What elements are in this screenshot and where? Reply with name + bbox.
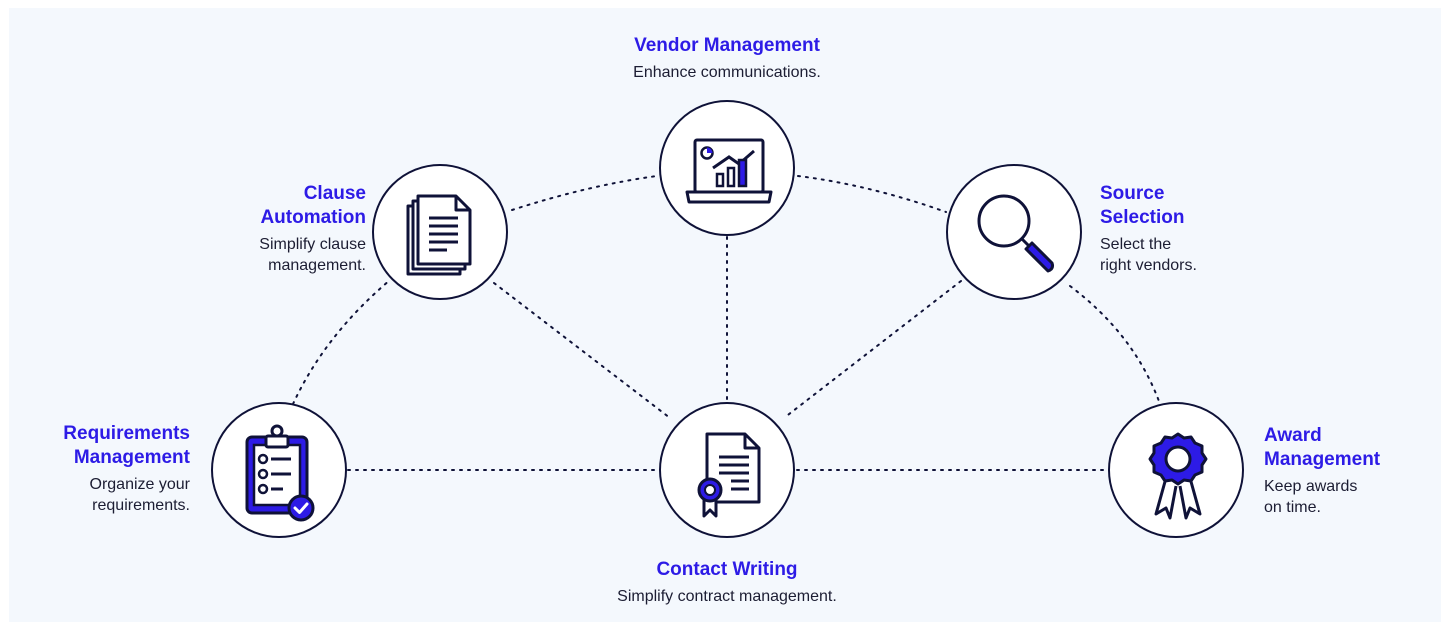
- vendor-management-desc: Enhance communications.: [633, 64, 821, 81]
- connector-source-contract: [783, 280, 962, 419]
- connector-source-award: [1069, 285, 1161, 405]
- requirements-management-title-line1: Requirements: [63, 423, 190, 444]
- requirements-management-label: Requirements Management Organize your re…: [20, 422, 190, 516]
- source-selection-title-line2: Selection: [1100, 207, 1185, 228]
- contact-writing-desc: Simplify contract management.: [617, 588, 837, 605]
- contact-writing-node[interactable]: [659, 402, 795, 538]
- award-management-label: Award Management Keep awards on time.: [1264, 424, 1434, 518]
- vendor-management-title: Vendor Management: [634, 35, 820, 56]
- clause-automation-desc-line1: Simplify clause: [259, 236, 366, 253]
- award-management-node[interactable]: [1108, 402, 1244, 538]
- requirements-management-desc-line1: Organize your: [89, 476, 191, 493]
- source-selection-node[interactable]: [946, 164, 1082, 300]
- source-selection-desc-line1: Select the: [1100, 236, 1172, 253]
- clause-automation-label: Clause Automation Simplify clause manage…: [190, 182, 366, 276]
- requirements-management-title-line2: Management: [73, 447, 190, 468]
- award-management-desc-line1: Keep awards: [1264, 478, 1358, 495]
- contact-writing-label: Contact Writing Simplify contract manage…: [577, 558, 877, 607]
- source-selection-label: Source Selection Select the right vendor…: [1100, 182, 1276, 276]
- award-ribbon-icon: [1148, 432, 1208, 520]
- document-stack-icon: [406, 194, 472, 276]
- clause-automation-desc-line2: management.: [268, 257, 366, 274]
- award-management-desc-line2: on time.: [1264, 499, 1321, 516]
- clipboard-checklist-icon: [245, 424, 315, 522]
- clause-automation-title-line1: Clause: [303, 183, 366, 204]
- vendor-management-node[interactable]: [659, 100, 795, 236]
- certificate-document-icon: [697, 432, 761, 518]
- vendor-management-label: Vendor Management Enhance communications…: [577, 34, 877, 83]
- magnifier-icon: [977, 194, 1054, 273]
- clause-automation-title-line2: Automation: [260, 207, 366, 228]
- requirements-management-desc-line2: requirements.: [92, 497, 190, 514]
- connector-clause-vendor: [511, 175, 658, 211]
- clause-automation-node[interactable]: [372, 164, 508, 300]
- source-selection-desc-line2: right vendors.: [1100, 257, 1197, 274]
- contact-writing-title: Contact Writing: [656, 559, 798, 580]
- award-management-title-line1: Award: [1264, 425, 1322, 446]
- award-management-title-line2: Management: [1264, 449, 1381, 470]
- connector-clause-contract: [493, 282, 671, 419]
- connector-requirements-clause: [292, 279, 391, 405]
- laptop-chart-icon: [685, 138, 773, 204]
- requirements-management-node[interactable]: [211, 402, 347, 538]
- source-selection-title-line1: Source: [1100, 183, 1165, 204]
- connector-vendor-source: [797, 175, 947, 213]
